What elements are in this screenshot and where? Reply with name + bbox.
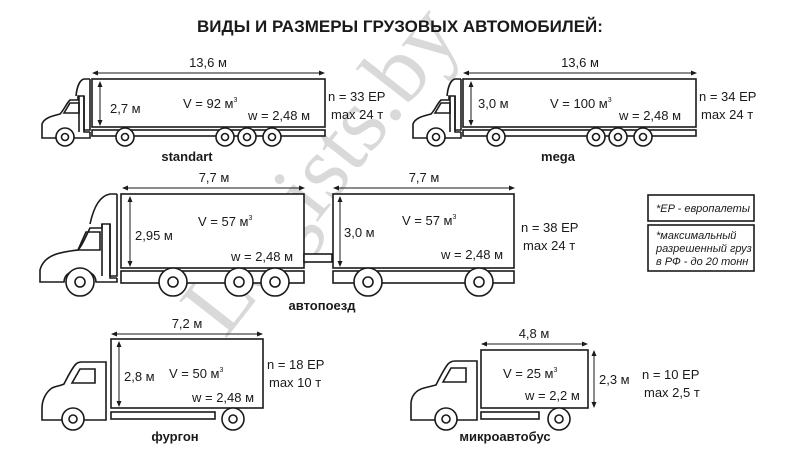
truck-wheels [65,267,290,297]
note-box-ep [647,194,755,222]
trailer-box [462,78,697,128]
length-label: 13,6 м [561,55,599,70]
note-box-max [647,224,755,272]
pallets-label: n = 38 EP [521,220,578,235]
vehicle-name: mega [541,149,576,164]
vehicle-name: микроавтобус [459,429,550,444]
truck-box [120,193,305,269]
pallets-label: n = 33 EP [328,89,385,104]
cargo-box [110,338,264,409]
trailer-length-label: 7,7 м [409,170,440,185]
max-load-label: max 2,5 т [644,385,700,400]
trailer-width-label: w = 2,48 м [440,247,503,262]
truck-length-label: 7,7 м [199,170,230,185]
chassis-rail [110,411,216,420]
height-label: 2,8 м [124,369,155,384]
pallets-label: n = 34 EP [699,89,756,104]
chassis-rail [480,411,540,420]
vehicle-furgon: 7,2 м 2,8 м V = 50 м3 w = 2,48 м n = 18 … [41,316,324,444]
page-title: ВИДЫ И РАЗМЕРЫ ГРУЗОВЫХ АВТОМОБИЛЕЙ: [197,17,603,36]
width-label: w = 2,48 м [191,390,254,405]
trailer-volume-label: V = 57 м3 [402,213,457,228]
vehicle-autotrain: 7,7 м 2,95 м V = 57 м3 w = 2,48 м 7,7 м [39,170,578,313]
vehicle-name: standart [161,149,213,164]
drawbar [303,253,333,263]
volume-label: V = 50 м3 [169,366,224,381]
truck-volume-label: V = 57 м3 [198,214,253,229]
note-max-line2: разрешенный груз [655,243,752,255]
chassis-rail [91,129,326,137]
vehicle-microbus: 4,8 м V = 25 м3 w = 2,2 м 2,3 м n = 10 E… [410,326,700,444]
vehicle-name: фургон [151,429,198,444]
notes: *EP - европалеты *максимальный разрешенн… [647,194,755,272]
height-label: 2,7 м [110,101,141,116]
vehicle-mega: 13,6 м 3,0 м V = 100 м3 w = 2,48 м n = 3… [412,55,756,164]
truck-height-label: 2,95 м [135,228,173,243]
trailer-wheels [353,267,494,297]
volume-label: V = 92 м3 [183,96,238,111]
length-label: 4,8 м [519,326,550,341]
cargo-box [480,349,589,409]
pallets-label: n = 10 EP [642,367,699,382]
vehicle-name: автопоезд [289,298,357,313]
length-label: 13,6 м [189,55,227,70]
width-label: w = 2,48 м [247,108,310,123]
max-load-label: max 24 т [701,107,753,122]
width-label: w = 2,2 м [524,388,580,403]
trailer-height-label: 3,0 м [344,225,375,240]
pallets-label: n = 18 EP [267,357,324,372]
chassis-rail [462,129,697,137]
length-label: 7,2 м [172,316,203,331]
wheels [61,407,245,431]
width-label: w = 2,48 м [618,108,681,123]
height-label: 3,0 м [478,96,509,111]
max-load-label: max 24 т [331,107,383,122]
wheels [426,127,653,147]
wheels [434,407,571,431]
vehicle-standart: 13,6 м 2,7 м V = 92 м3 w = 2,48 м n = 33… [41,55,385,164]
max-load-label: max 10 т [269,375,321,390]
truck-width-label: w = 2,48 м [230,249,293,264]
note-ep: *EP - европалеты [656,203,750,215]
note-max-line1: *максимальный [656,230,736,242]
trailer-box [332,193,515,269]
volume-label: V = 25 м3 [503,366,558,381]
volume-label: V = 100 м3 [550,96,612,111]
trailer-box [91,78,326,128]
wheels [55,127,282,147]
note-max-line3: в РФ - до 20 тонн [656,256,748,268]
height-label: 2,3 м [599,372,630,387]
max-load-label: max 24 т [523,238,575,253]
